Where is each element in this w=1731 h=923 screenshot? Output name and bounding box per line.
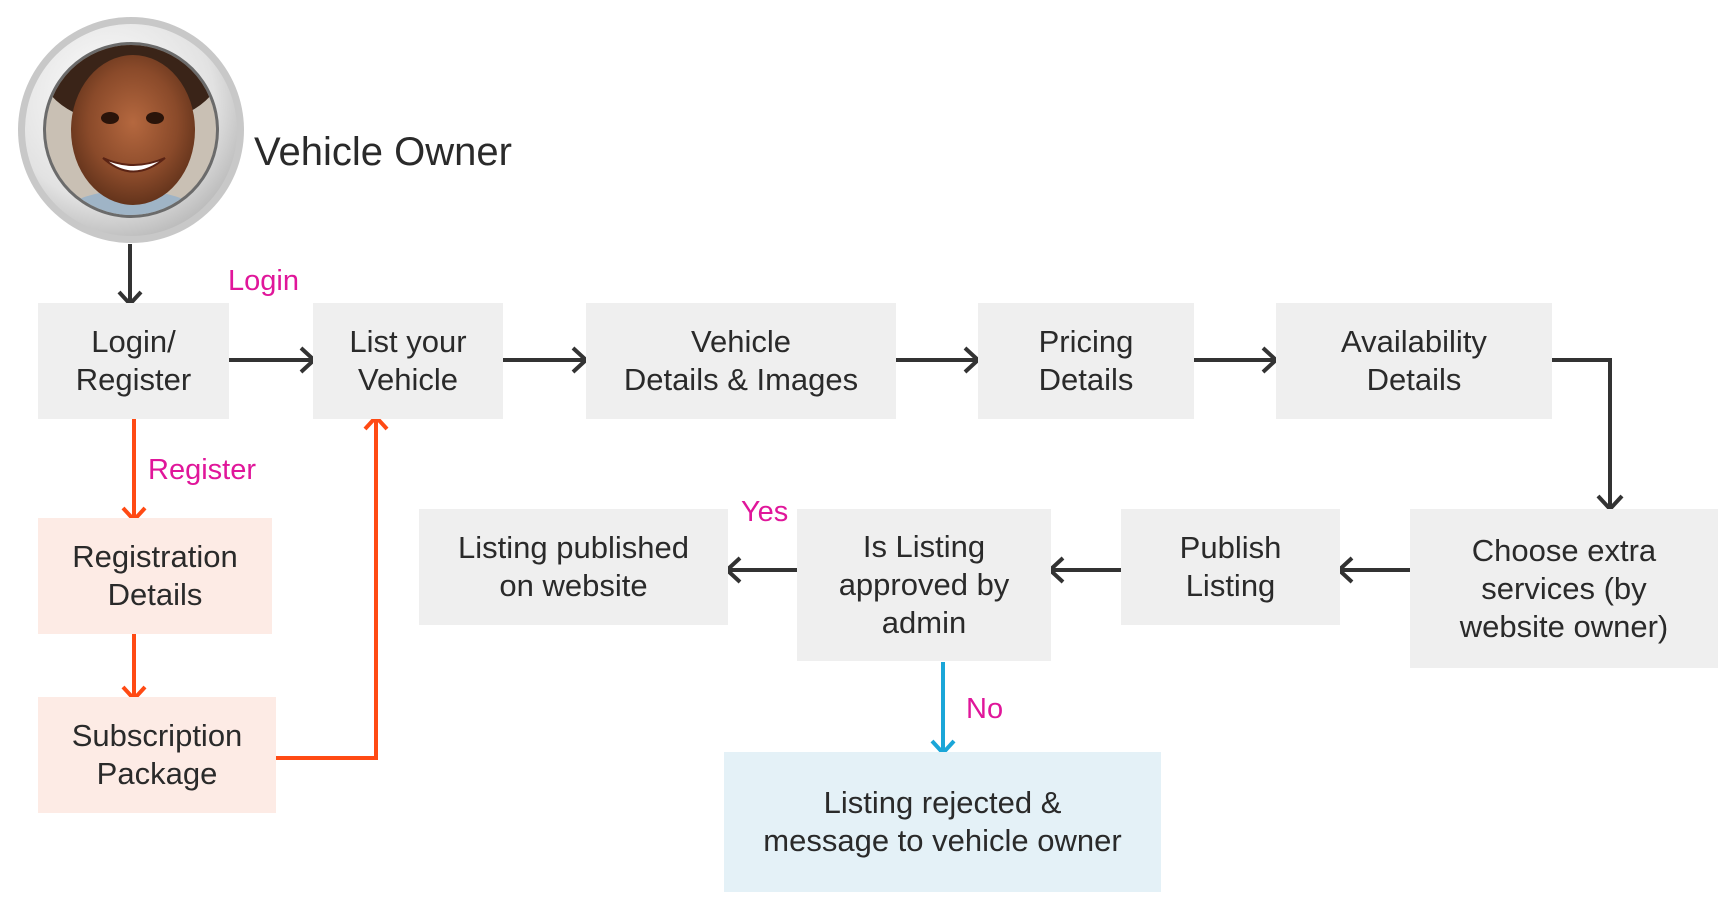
avatar [18, 17, 244, 243]
registration-details-box: Registration Details [38, 518, 272, 634]
login-edge-label: Login [228, 265, 299, 297]
subscription-package-box: Subscription Package [38, 697, 276, 813]
pricing-details-box: Pricing Details [978, 303, 1194, 419]
publish-listing-box: Publish Listing [1121, 509, 1340, 625]
vehicle-details-box: Vehicle Details & Images [586, 303, 896, 419]
listing-rejected-box: Listing rejected & message to vehicle ow… [724, 752, 1161, 892]
extra-services-box: Choose extra services (by website owner) [1410, 509, 1718, 668]
yes-edge-label: Yes [741, 496, 789, 528]
login-register-box: Login/ Register [38, 303, 229, 419]
no-edge-label: No [966, 693, 1004, 725]
list-vehicle-box: List your Vehicle [313, 303, 503, 419]
listing-published-box: Listing published on website [419, 509, 728, 625]
actor-label: Vehicle Owner [254, 130, 512, 174]
availability-details-box: Availability Details [1276, 303, 1552, 419]
register-edge-label: Register [148, 454, 256, 486]
approval-decision-box: Is Listing approved by admin [797, 509, 1051, 661]
